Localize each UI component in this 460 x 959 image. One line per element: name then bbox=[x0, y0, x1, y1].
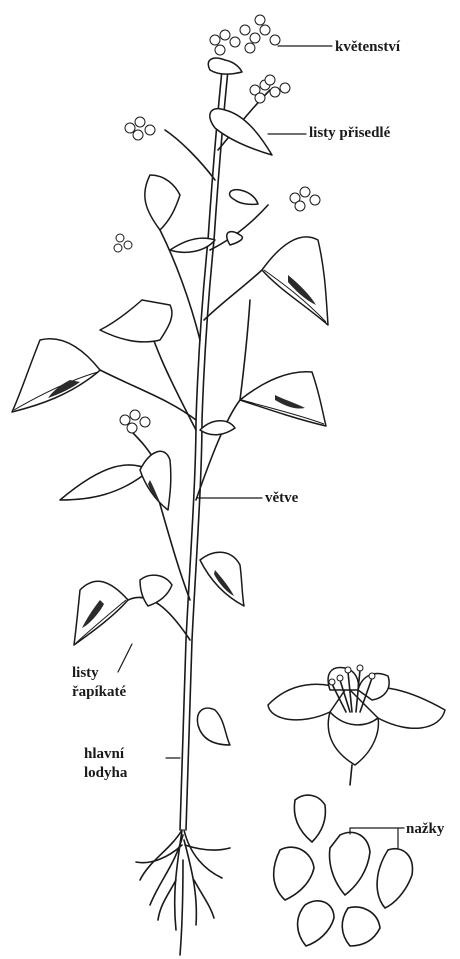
inflorescence-5 bbox=[120, 410, 150, 433]
inflorescence-6 bbox=[114, 234, 132, 252]
label-kvetenstvi: květenství bbox=[335, 38, 400, 56]
seeds bbox=[274, 795, 413, 946]
inflorescence-3 bbox=[125, 117, 155, 140]
flower-detail bbox=[268, 665, 445, 785]
inflorescence-4 bbox=[290, 187, 320, 211]
label-hlavni-lodyha-1: hlavní bbox=[84, 745, 124, 763]
label-vetve: větve bbox=[265, 489, 298, 507]
flower-clusters bbox=[114, 15, 320, 433]
roots bbox=[136, 830, 230, 955]
label-listy-rapikate-2: řapíkaté bbox=[72, 683, 126, 701]
inflorescence-2 bbox=[250, 75, 290, 103]
label-listy-prisedle: listy přisedlé bbox=[309, 124, 390, 142]
label-listy-rapikate-1: listy bbox=[72, 664, 99, 682]
inflorescence-top bbox=[210, 15, 280, 55]
label-hlavni-lodyha-2: lodyha bbox=[84, 764, 127, 782]
label-nazky: nažky bbox=[406, 820, 444, 838]
branches bbox=[100, 90, 270, 640]
